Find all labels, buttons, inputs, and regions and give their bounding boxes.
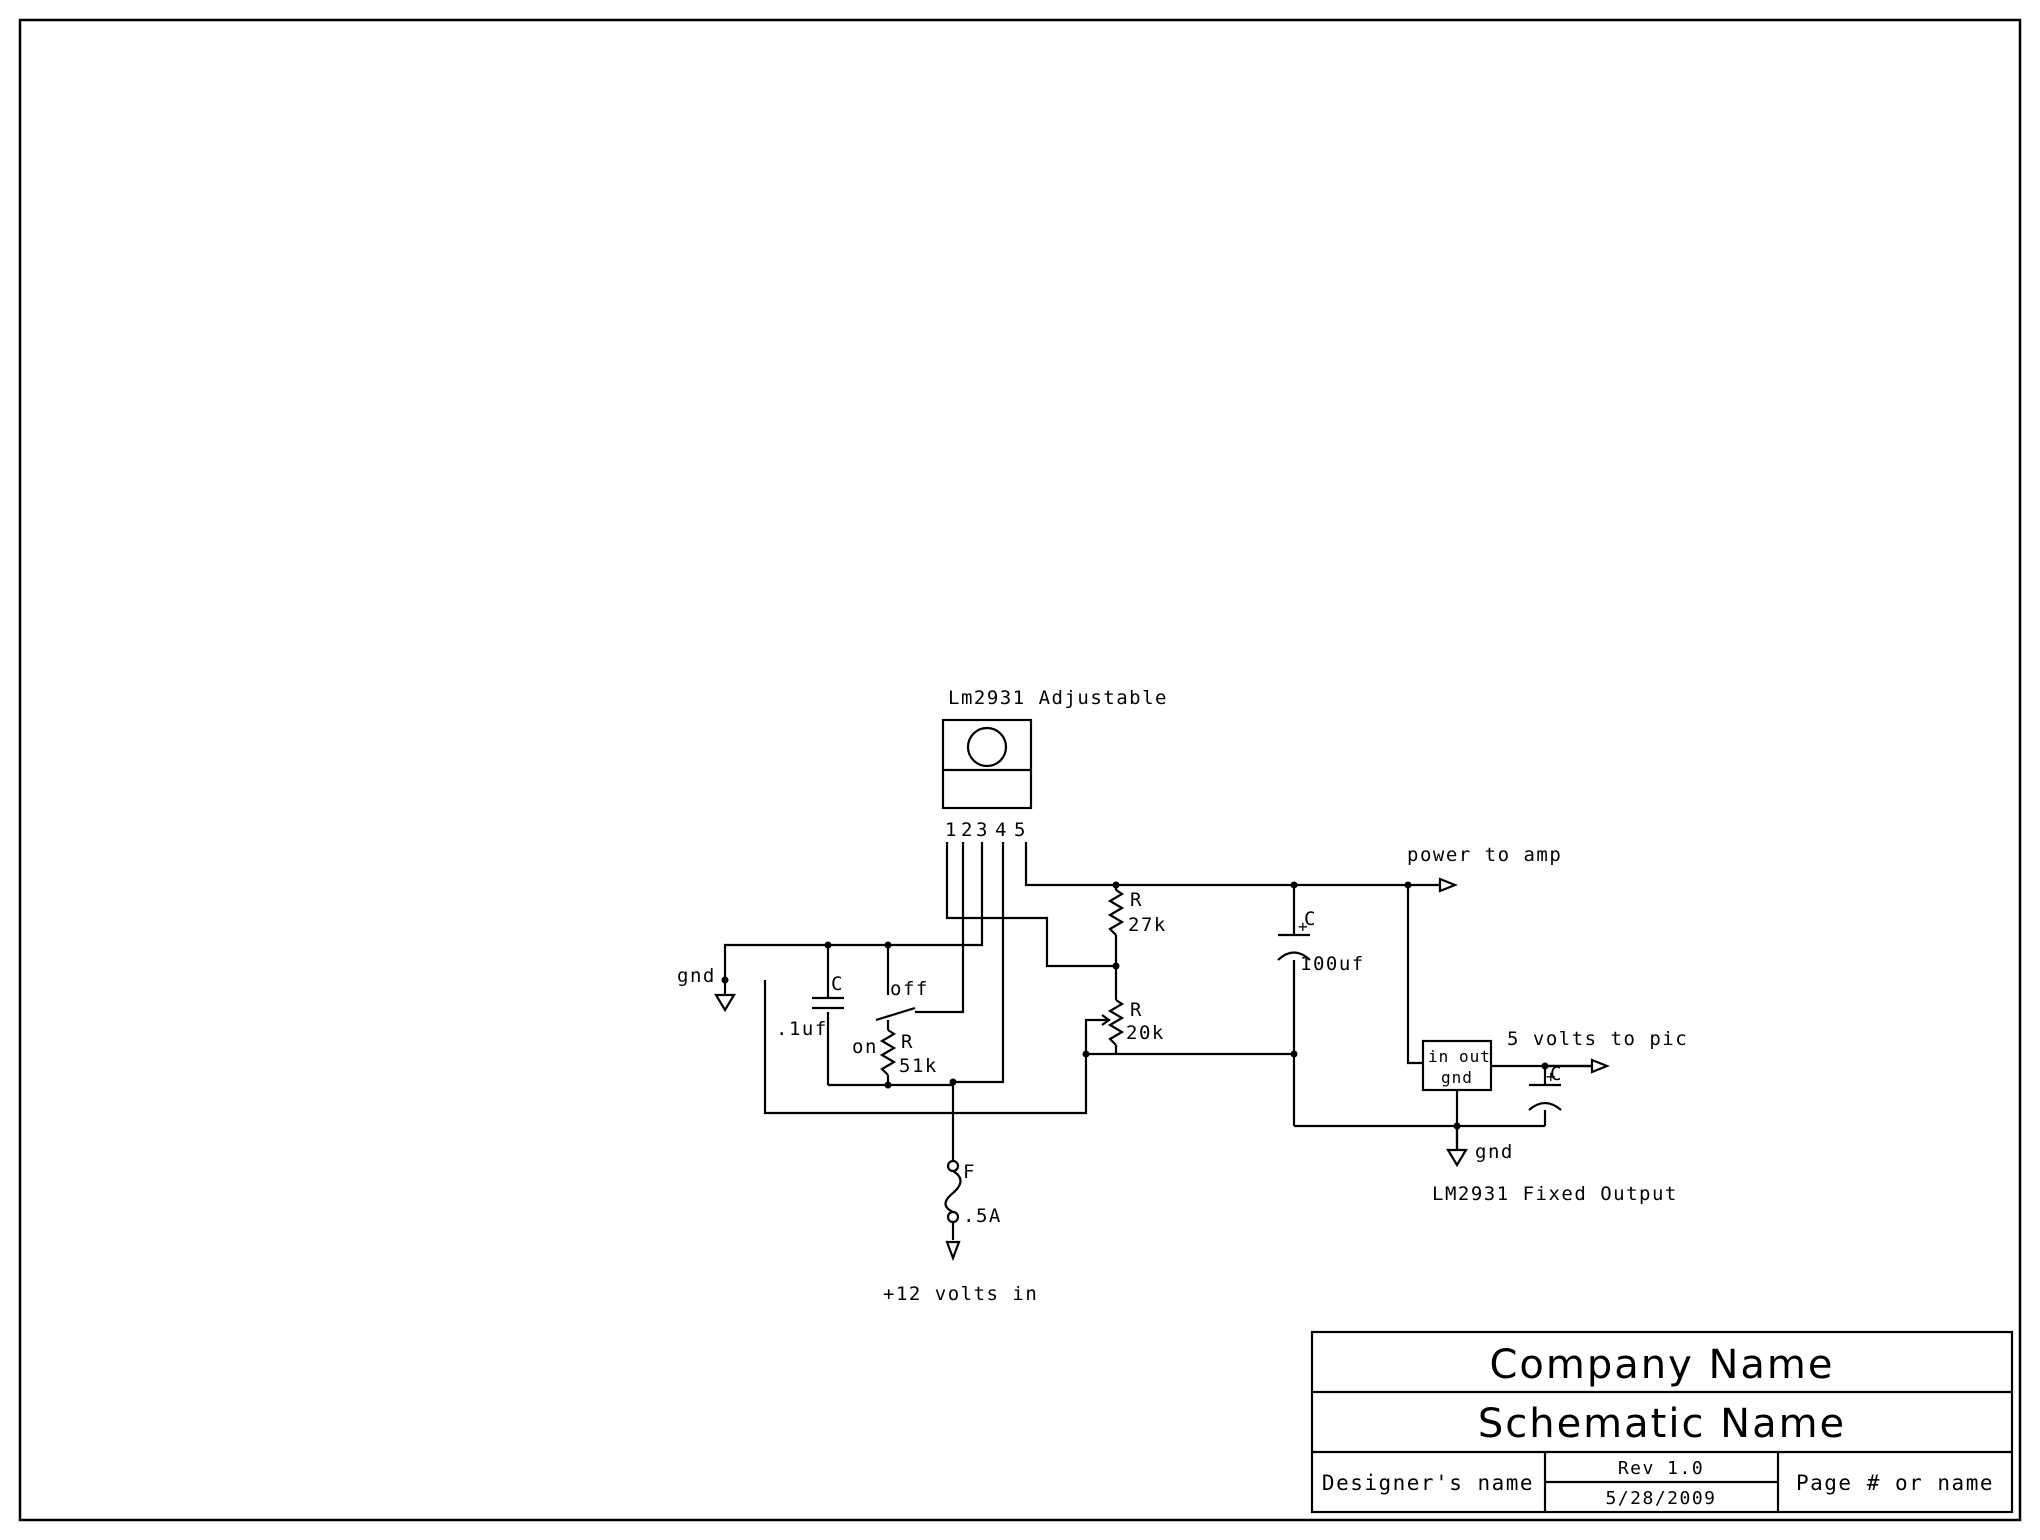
switch-off-label: off	[890, 978, 929, 1000]
pin-label-5: 5	[1014, 819, 1025, 841]
switch-on-label: on	[852, 1036, 878, 1058]
capacitor-output: + C	[1528, 1063, 1563, 1111]
potentiometer-20k: R 20k	[1101, 999, 1165, 1046]
r27-value: 27k	[1128, 914, 1167, 936]
cap100-ref: C	[1304, 908, 1317, 930]
input-terminal: +12 volts in	[883, 1240, 1038, 1305]
r20-value: 20k	[1126, 1022, 1165, 1044]
fixed-regulator: in out gnd LM2931 Fixed Output	[1421, 1039, 1678, 1205]
cap-out-plus: +	[1546, 1067, 1557, 1086]
r27-ref: R	[1130, 889, 1143, 911]
wires	[723, 842, 1592, 1240]
power-to-amp-output: power to amp	[1407, 844, 1562, 893]
fuse-ref: F	[963, 1161, 976, 1183]
resistor-27k: R 27k	[1107, 889, 1167, 936]
pin-label-2: 2	[961, 819, 972, 841]
cap100-value: 100uf	[1300, 953, 1365, 975]
switch-on-off: off on	[852, 978, 929, 1058]
pin-label-3: 3	[976, 819, 987, 841]
designer-name: Designer's name	[1322, 1471, 1534, 1495]
pin-label-4: 4	[995, 819, 1006, 841]
revision: Rev 1.0	[1618, 1458, 1704, 1479]
five-volt-output: 5 volts to pic	[1507, 1028, 1688, 1074]
date: 5/28/2009	[1605, 1488, 1716, 1509]
capacitor-0.1uf: C .1uf	[776, 973, 844, 1040]
sheet-border	[18, 18, 2022, 1522]
capacitor-100uf: + C 100uf	[1277, 908, 1365, 975]
page-name: Page # or name	[1796, 1471, 1994, 1495]
schematic-name: Schematic Name	[1478, 1401, 1846, 1447]
r51-ref: R	[901, 1031, 914, 1053]
fixed-regulator-title: LM2931 Fixed Output	[1432, 1183, 1678, 1205]
fixed-gnd-label: gnd	[1441, 1068, 1473, 1087]
fuse: F .5A	[944, 1159, 1002, 1227]
resistor-51k: R 51k	[879, 1029, 938, 1077]
cap100-plus: +	[1298, 917, 1309, 936]
gnd-right-label: gnd	[1475, 1141, 1514, 1163]
fuse-value: .5A	[963, 1205, 1002, 1227]
fixed-in-label: in	[1428, 1047, 1449, 1066]
ground-symbol-left: gnd	[677, 965, 736, 1013]
adjustable-regulator: Lm2931 Adjustable 1 2 3 4 5	[941, 687, 1168, 841]
cap1-value: .1uf	[776, 1018, 828, 1040]
r51-value: 51k	[899, 1055, 938, 1077]
pin-label-1: 1	[945, 819, 956, 841]
r20-ref: R	[1130, 999, 1143, 1021]
power-to-amp-label: power to amp	[1407, 844, 1562, 866]
company-name: Company Name	[1489, 1342, 1834, 1388]
title-block: Company Name Schematic Name Designer's n…	[1310, 1330, 2014, 1514]
junctions	[721, 881, 1549, 1130]
five-volts-label: 5 volts to pic	[1507, 1028, 1688, 1050]
input-label: +12 volts in	[883, 1283, 1038, 1305]
gnd-left-label: gnd	[677, 965, 716, 987]
adjustable-regulator-title: Lm2931 Adjustable	[948, 687, 1168, 709]
fixed-out-label: out	[1459, 1047, 1491, 1066]
ground-symbol-right: gnd	[1446, 1126, 1514, 1168]
cap1-ref: C	[831, 973, 844, 995]
cap-out-ref: C	[1550, 1063, 1563, 1085]
